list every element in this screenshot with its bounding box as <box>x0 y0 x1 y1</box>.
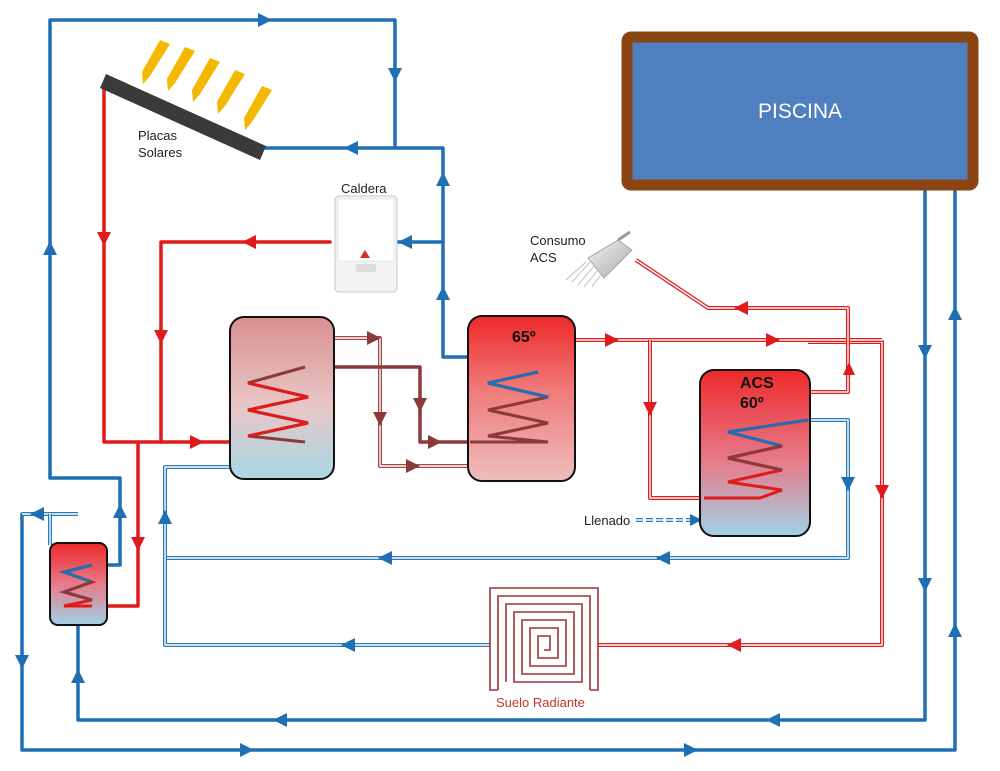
arrow <box>190 435 204 449</box>
dhw-consumption-label-2: ACS <box>530 250 557 265</box>
arrow <box>656 551 670 565</box>
dhw-tank <box>699 369 811 537</box>
arrow <box>378 551 392 565</box>
arrow <box>841 477 855 491</box>
arrow <box>344 141 358 155</box>
arrow <box>273 713 287 727</box>
arrow <box>113 504 127 518</box>
arrow <box>605 333 619 347</box>
arrow <box>258 13 272 27</box>
arrow <box>341 638 355 652</box>
sun-rays-icon <box>142 40 272 130</box>
arrow <box>948 623 962 637</box>
arrow <box>43 241 57 255</box>
dhw-consumption-label-1: Consumo <box>530 233 586 248</box>
arrow <box>734 301 748 315</box>
arrow <box>242 235 256 249</box>
arrow <box>15 655 29 669</box>
arrow <box>388 68 402 82</box>
pool-label: PISCINA <box>758 100 842 123</box>
boiler-icon <box>334 195 398 293</box>
arrow <box>240 743 254 757</box>
arrow <box>30 507 44 521</box>
dhw-tank-label-2: 60º <box>740 395 764 412</box>
arrow <box>690 514 702 526</box>
buffer-tank-temp-label: 65º <box>512 329 536 346</box>
buffer-tank-65 <box>467 315 576 482</box>
arrow <box>131 537 145 551</box>
arrow <box>948 306 962 320</box>
boiler-label: Caldera <box>341 181 387 196</box>
pool <box>621 31 979 191</box>
arrow <box>643 402 657 416</box>
arrow <box>154 330 168 344</box>
underfloor-heating-coil <box>489 587 599 691</box>
arrow <box>398 235 412 249</box>
arrow <box>918 578 932 592</box>
arrow <box>875 485 889 499</box>
arrow <box>367 331 381 345</box>
solar-panels-label-2: Solares <box>138 145 183 160</box>
arrow <box>373 412 387 426</box>
arrow <box>406 459 420 473</box>
shower-head-icon <box>565 230 633 288</box>
arrow <box>158 510 172 524</box>
arrow <box>727 638 741 652</box>
buffer-tank-1 <box>229 316 335 480</box>
arrow <box>684 743 698 757</box>
arrow <box>843 362 855 375</box>
underfloor-label: Suelo Radiante <box>496 695 585 710</box>
arrow <box>97 232 111 246</box>
solar-panels-label-1: Placas <box>138 128 178 143</box>
arrow <box>436 286 450 300</box>
arrow <box>436 172 450 186</box>
flow-arrows <box>15 13 962 757</box>
small-heat-exchanger <box>49 542 108 626</box>
solar-panel-icon <box>100 74 266 160</box>
arrow <box>428 435 442 449</box>
arrow <box>766 333 780 347</box>
fill-label: Llenado <box>584 513 630 528</box>
arrow <box>766 713 780 727</box>
arrow <box>413 398 427 412</box>
arrow <box>71 669 85 683</box>
dhw-tank-label-1: ACS <box>740 375 774 392</box>
arrow <box>918 345 932 359</box>
